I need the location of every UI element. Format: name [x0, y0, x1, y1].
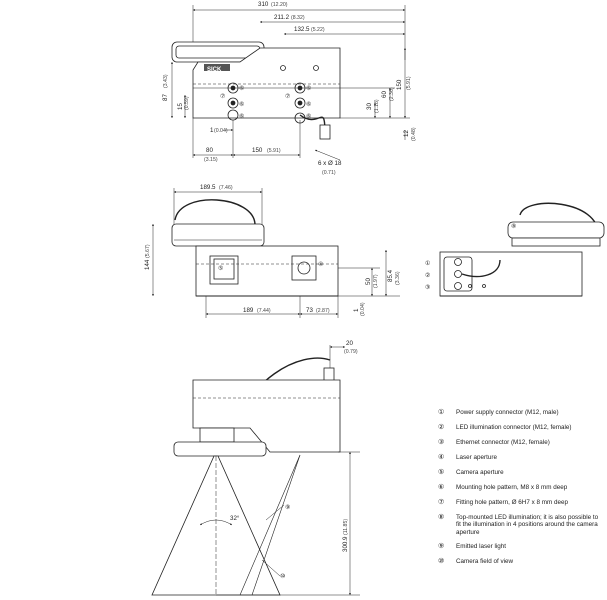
dim-side-1-in: (0.04)	[360, 302, 366, 316]
dim-132-in: (5.22)	[311, 27, 325, 33]
legend-num: ⑧	[438, 513, 445, 521]
legend-num: ⑥	[438, 483, 445, 491]
legend-item: ③ Ethernet connector (M12, female)	[438, 439, 603, 448]
callout-6-d: ⑥	[306, 101, 312, 108]
dim-87-in: (3.43)	[163, 74, 169, 88]
legend-text: Mounting hole pattern, M8 x 8 mm deep	[456, 483, 568, 491]
dim-73-in: (2.87)	[316, 308, 330, 314]
legend: ① Power supply connector (M12, male) ② LED…	[438, 409, 603, 573]
brand-logo: SICK	[207, 67, 222, 73]
dim-50-in: (1.97)	[373, 274, 379, 288]
dim-73: 73	[306, 307, 313, 314]
dim-150-v-in: (5.91)	[406, 76, 412, 90]
legend-text: Camera aperture	[456, 468, 504, 476]
dim-300: 300.9	[342, 536, 349, 552]
callout-9: ⑨	[285, 504, 291, 511]
angle-label: 32°	[230, 515, 240, 522]
legend-num: ⑤	[438, 468, 445, 476]
dim-15: 15	[177, 103, 184, 110]
dim-1-in: (0.04)	[214, 128, 228, 134]
callout-5: ⑤	[218, 265, 224, 272]
dim-189-in: (7.44)	[257, 308, 271, 314]
dim-211: 211.2	[274, 14, 290, 21]
dim-20-in: (0.79)	[344, 349, 358, 355]
dim-12-in: (0.48)	[411, 127, 417, 141]
legend-text: Laser aperture	[456, 453, 497, 461]
dim-150-v: 150	[396, 79, 403, 90]
dim-144-in: (5.67)	[145, 244, 151, 258]
dimension-labels: 310 (12.20) 211.2 (8.32) 132.5 (5.22) SI…	[144, 1, 517, 580]
callout-7-b: ⑦	[285, 93, 291, 100]
dim-80: 80	[206, 147, 213, 154]
dim-60-in: (2.36)	[389, 87, 395, 101]
legend-num: ⑦	[438, 498, 445, 506]
legend-num: ③	[438, 438, 445, 446]
legend-item: ⑦ Fitting hole pattern, Ø 6H7 x 8 mm deep	[438, 499, 603, 508]
legend-item: ⑤ Camera aperture	[438, 469, 603, 478]
dim-310: 310	[258, 1, 269, 8]
top-view	[171, 5, 410, 161]
legend-text: Fitting hole pattern, Ø 6H7 x 8 mm deep	[456, 498, 569, 506]
dim-30-in: (1.18)	[374, 99, 380, 113]
dim-20: 20	[346, 340, 353, 347]
fov-view	[151, 345, 360, 596]
callout-1: ①	[425, 260, 431, 267]
dim-211-in: (8.32)	[291, 15, 305, 21]
dim-85-in: (3.36)	[395, 271, 401, 285]
dim-85: 85.4	[387, 269, 394, 282]
dim-87: 87	[162, 94, 169, 101]
dim-12: 12	[403, 130, 410, 137]
callout-6-e: ⑥	[239, 113, 245, 120]
legend-item: ⑧ Top-mounted LED illumination; it is als…	[438, 514, 603, 538]
callout-6-c: ⑥	[239, 101, 245, 108]
dim-189: 189	[243, 307, 254, 314]
end-view	[439, 202, 605, 297]
legend-num: ④	[438, 453, 445, 461]
dim-side-1: 1	[353, 308, 360, 312]
legend-item: ① Power supply connector (M12, male)	[438, 409, 603, 418]
dim-30: 30	[366, 103, 373, 110]
legend-item: ⑥ Mounting hole pattern, M8 x 8 mm deep	[438, 484, 603, 493]
callout-10: ⑩	[280, 573, 286, 580]
legend-num: ②	[438, 423, 445, 431]
dim-50: 50	[365, 278, 372, 285]
dim-15-in: (0.59)	[184, 96, 190, 110]
dim-189-5: 189.5	[200, 184, 216, 191]
dim-144: 144	[144, 259, 151, 270]
legend-num: ⑨	[438, 543, 445, 551]
legend-text: Emitted laser light	[456, 543, 507, 551]
callout-6-b: ⑥	[306, 85, 312, 92]
legend-num: ①	[438, 409, 445, 416]
callout-6-f: ⑥	[306, 113, 312, 120]
dim-80-in: (3.15)	[204, 157, 218, 163]
legend-text: LED illumination connector (M12, female)	[456, 423, 572, 431]
dim-310-in: (12.20)	[271, 2, 288, 8]
callout-4: ④	[318, 261, 324, 268]
legend-num: ⑩	[438, 558, 445, 566]
callout-6-a: ⑥	[239, 85, 245, 92]
callout-3: ③	[425, 284, 431, 291]
dim-6x18-in: (0.71)	[322, 170, 336, 176]
dim-60: 60	[381, 91, 388, 98]
legend-item: ⑩ Camera field of view	[438, 558, 603, 567]
legend-text: Camera field of view	[456, 558, 514, 566]
legend-text: Power supply connector (M12, male)	[456, 409, 559, 416]
dim-189-5-in: (7.46)	[219, 185, 233, 191]
dim-150-in: (5.91)	[267, 148, 281, 154]
callout-8: ⑧	[511, 223, 517, 230]
callout-7-a: ⑦	[220, 93, 226, 100]
legend-item: ② LED illumination connector (M12, female…	[438, 424, 603, 433]
callout-2: ②	[425, 272, 431, 279]
dim-132: 132.5	[294, 26, 310, 33]
dim-300-in: (11.85)	[343, 519, 349, 535]
dim-1: 1	[210, 127, 214, 134]
legend-item: ⑨ Emitted laser light	[438, 543, 603, 552]
dim-150: 150	[252, 147, 263, 154]
legend-item: ④ Laser aperture	[438, 454, 603, 463]
dim-6x18: 6 x Ø 18	[318, 160, 342, 167]
side-view	[152, 188, 400, 318]
legend-text: Ethernet connector (M12, female)	[456, 438, 550, 446]
legend-text: Top-mounted LED illumination; it is also…	[456, 513, 599, 537]
